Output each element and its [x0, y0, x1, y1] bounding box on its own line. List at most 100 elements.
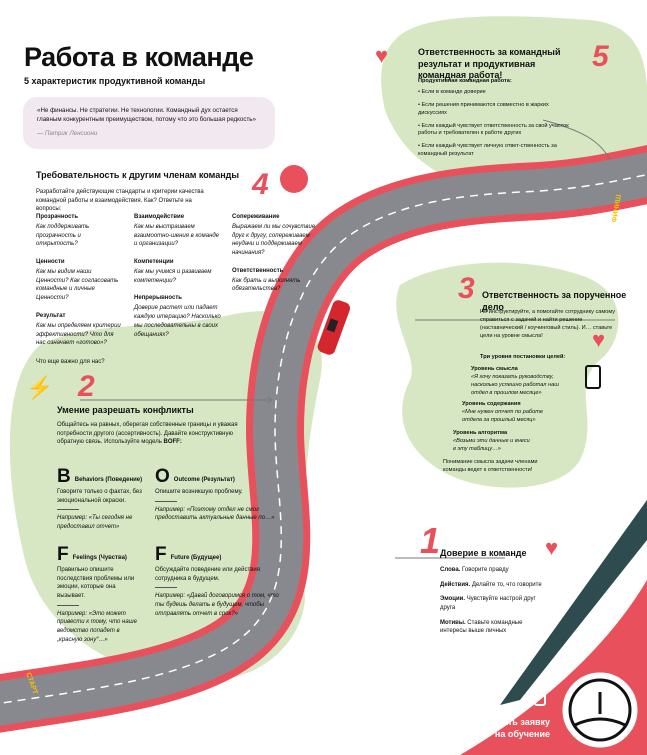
boff-desc: Правильно опишите последствия проблемы и…: [57, 567, 135, 600]
s1-item: Слова. Говорите правду: [440, 566, 550, 575]
s4-q: Как поддерживать прозрачность и открытос…: [36, 224, 90, 248]
quote-box: «Не финансы. Не стратегии. Не технологии…: [23, 97, 275, 149]
s1-item-text: Делайте то, что говорите: [470, 581, 542, 588]
boff-example: Например: «Поэтому отдел не смог предост…: [155, 506, 275, 522]
boff-desc: Опишите возникшую проблему.: [155, 489, 243, 495]
boff-desc: Говорите только о фактах, без эмоциональ…: [57, 489, 142, 504]
s4-lead: Разработайте действующие стандарты и кри…: [36, 189, 204, 213]
s3-level-heading: Уровень алгоритма: [453, 430, 508, 436]
quote-text: «Не финансы. Не стратегии. Не технологии…: [37, 107, 256, 123]
s2-number: 2: [78, 370, 95, 403]
s4-q: Доверие растет или падает каждую итераци…: [134, 305, 221, 338]
s1-list: Слова. Говорите правду Действия. Делайте…: [440, 566, 550, 636]
s4-q: Как мы видим наши Ценности? Как согласов…: [36, 269, 119, 302]
s5-title: Ответственность за командный результат и…: [418, 47, 561, 81]
boff-letter: O: [155, 466, 170, 487]
s3-level-heading: Уровень содержания: [462, 401, 521, 407]
s3-level: Уровень содержания «Мне нужен отчет по ра…: [462, 400, 552, 424]
s4-q-heading: Ответственность: [232, 267, 284, 274]
s5-item: Если каждый чувствует ответственность за…: [418, 123, 573, 139]
s3-level-quote: «Я хочу показать руководству, насколько …: [471, 374, 559, 397]
s4-q-heading: Непрерывность: [134, 295, 182, 302]
boff-name: Behaviors (Поведение): [74, 477, 143, 484]
s4-number: 4: [252, 168, 269, 201]
s1-item-key: Мотивы.: [440, 619, 466, 626]
quote-author: — Патрик Ленсиони: [37, 129, 98, 137]
s2-title: Умение разрешать конфликты: [57, 405, 194, 415]
s5-item: Если каждый чувствует личную ответ-ствен…: [418, 143, 573, 159]
s5-item: Если решения принимаются совместно в жар…: [418, 102, 573, 118]
phone-icon: [534, 688, 546, 706]
boff-letter: F: [155, 544, 167, 565]
boff-letter: B: [57, 466, 71, 487]
s4-q-heading: Ценности: [36, 259, 65, 266]
green-blob-right: [396, 262, 619, 488]
heart-hand-icon: ♥: [592, 327, 606, 352]
s1-item: Мотивы. Ставьте командные интересы выше …: [440, 619, 550, 636]
s4-q: Как брать и выполнять обязательства?: [232, 277, 301, 293]
s3-level-quote: «Мне нужен отчет по работе отдела за про…: [462, 409, 543, 424]
speedometer-icon: [562, 672, 638, 748]
s3-level-heading: Уровень смысла: [471, 366, 518, 372]
boff-name: Outcome (Результат): [173, 477, 235, 484]
s3-levels-title: Три уровня постановки целей:: [480, 354, 566, 360]
s1-item-key: Действия.: [440, 581, 471, 588]
s1-number: 1: [420, 520, 441, 561]
s5-number: 5: [592, 40, 609, 73]
s1-item: Действия. Делайте то, что говорите: [440, 581, 550, 590]
s1-item-text: Говорите правду: [460, 567, 509, 573]
apply-training-button[interactable]: Подать заявку на обучение: [478, 716, 550, 740]
s2-lead-text: Общайтесь на равных, оберегая собственны…: [57, 422, 238, 446]
s3-lead: Не инструктируйте, а помогайте сотрудник…: [480, 309, 616, 340]
s2-lead-model: BOFF:: [163, 439, 182, 446]
s1-item-text: Ставьте командные интересы выше личных: [440, 619, 523, 635]
s3-number: 3: [458, 272, 475, 305]
race-car-icon: [317, 300, 351, 355]
s1-item-key: Слова.: [440, 567, 461, 573]
cta-line: Подать заявку: [485, 717, 550, 727]
s3-tail: Понимание смысла задачи членами команды …: [443, 459, 538, 474]
s4-q-heading: Компетенции: [134, 259, 174, 266]
boff-example: Например: «Давай договоримся о том, что …: [155, 593, 279, 617]
boff-example: Например: «Это может привести к тому, чт…: [57, 610, 137, 643]
s4-q: Как мы определяем критерии эффективности…: [36, 322, 121, 347]
person-goal-icon: [280, 165, 308, 193]
s4-q: Как мы учимся и развиваем компетенции?: [134, 269, 212, 284]
boff-desc: Обсуждайте поведение или действия сотруд…: [155, 567, 261, 582]
s4-tail: Что еще важно для нас?: [36, 358, 105, 365]
s1-item: Эмоции. Чувствуйте настрой друг друга: [440, 595, 550, 612]
s3-title: Ответственность за порученное дело: [482, 290, 627, 312]
s3-level: Уровень алгоритма «Возьми эти данные и вн…: [453, 429, 533, 453]
s4-q-heading: Взаимодействие: [134, 214, 185, 220]
s4-q-heading: Сопереживание: [232, 214, 280, 220]
boff-letter: F: [57, 544, 69, 565]
s2-lead: Общайтесь на равных, оберегая собственны…: [57, 421, 252, 447]
page-subtitle: 5 характеристик продуктивной команды: [24, 76, 206, 86]
s4-q: Выражаем ли мы сочувствие друг к другу, …: [232, 224, 316, 257]
cta-line: на обучение: [494, 729, 550, 740]
s1-item-text: Чувствуйте настрой друг друга: [440, 596, 536, 612]
team-hearts-icon: ♥: [375, 43, 389, 68]
dark-stripe: [500, 500, 647, 705]
s5-lead: Продуктивная командная работа:: [418, 78, 512, 84]
arrow-2: [80, 396, 273, 404]
s4-q-heading: Прозрачность: [36, 214, 79, 220]
boff-name: Feelings (Чувства): [72, 555, 127, 562]
s5-body: Продуктивная командная работа: Если в ко…: [418, 77, 573, 164]
s3-level: Уровень смысла «Я хочу показать руководст…: [471, 365, 566, 397]
lightning-icon: ⚡: [26, 375, 54, 400]
s4-title: Требовательность к другим членам команды: [36, 170, 240, 180]
page-title: Работа в команде: [24, 42, 254, 72]
s4-q: Как мы выстраиваем взаимоотно-шения в ко…: [134, 224, 220, 248]
road-center-line: [0, 173, 647, 705]
s1-title: Доверие в команде: [440, 548, 527, 558]
handshake-team-icon: ♥: [545, 535, 559, 560]
s3-level-quote: «Возьми эти данные и внеси в эту таблицу…: [453, 438, 530, 453]
